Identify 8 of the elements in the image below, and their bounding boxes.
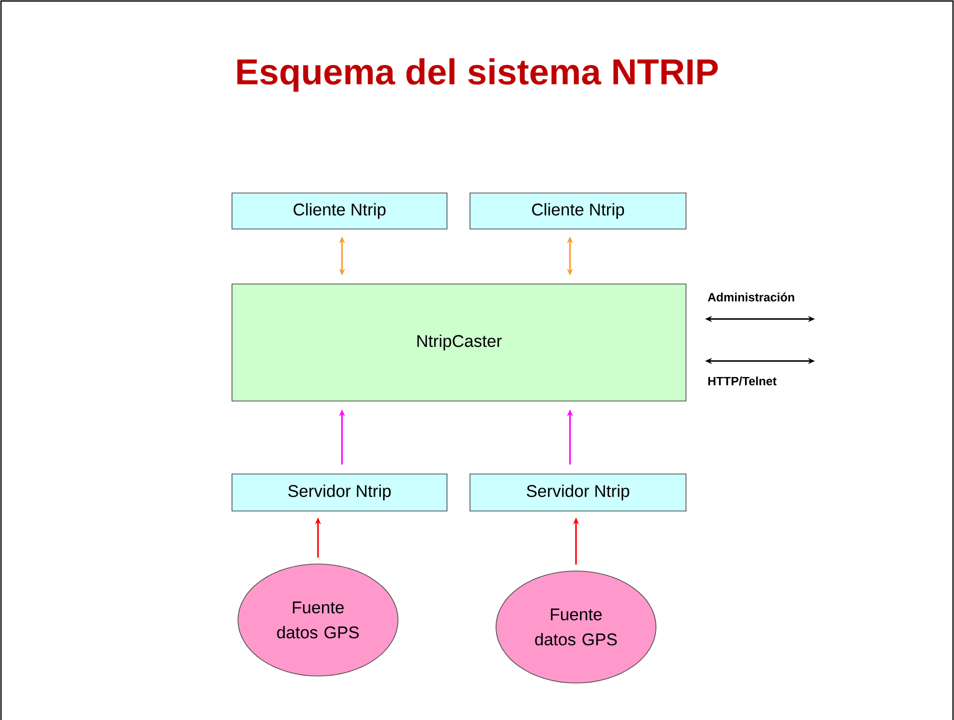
legend-label: Administración: [708, 292, 794, 302]
process-box: Cliente Ntrip: [232, 192, 448, 230]
process-box: Servidor Ntrip: [470, 474, 686, 512]
legend-label: HTTP/Telnet: [708, 376, 776, 386]
process-box: Servidor Ntrip: [232, 474, 448, 512]
process-box: Cliente Ntrip: [470, 192, 686, 230]
caster-box: NtripCaster: [232, 284, 686, 402]
title: Esquema del sistema NTRIP: [237, 58, 718, 92]
